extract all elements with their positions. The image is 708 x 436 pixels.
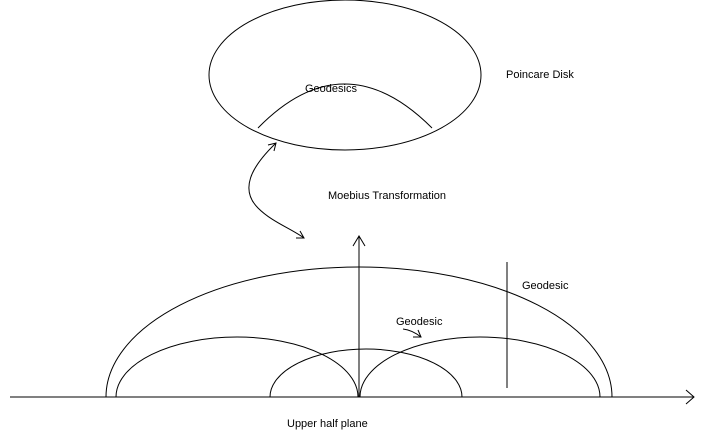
upper-half-plane-label: Upper half plane: [287, 418, 368, 430]
moebius-arrow-head-bottom: [296, 230, 305, 239]
left-geodesic-arc: [115, 336, 359, 398]
upper-half-plane-group: Geodesic Geodesic Upper half plane: [10, 235, 695, 430]
moebius-arrow-curve: [248, 142, 305, 239]
moebius-arrow-head-top: [267, 142, 277, 152]
small-geodesic-arc: [269, 348, 463, 398]
poincare-disk-boundary: [208, 0, 482, 151]
real-axis-arrow-head: [685, 389, 695, 405]
right-geodesic-arc: [359, 336, 601, 398]
moebius-transformation-label: Moebius Transformation: [328, 190, 446, 202]
arc-geodesic-pointer: [402, 328, 422, 338]
imaginary-axis-arrow-head: [352, 235, 366, 247]
arc-geodesic-pointer-head: [413, 329, 422, 338]
poincare-disk-label: Poincare Disk: [506, 69, 574, 81]
poincare-disk-group: Geodesics Poincare Disk: [208, 0, 574, 151]
disk-geodesic-arc: [257, 83, 433, 129]
arc-geodesic-label: Geodesic: [396, 316, 443, 328]
large-geodesic-arc: [105, 266, 613, 398]
disk-geodesics-label: Geodesics: [305, 83, 357, 95]
vertical-geodesic-label: Geodesic: [522, 280, 569, 292]
moebius-transformation-group: Moebius Transformation: [248, 142, 446, 239]
